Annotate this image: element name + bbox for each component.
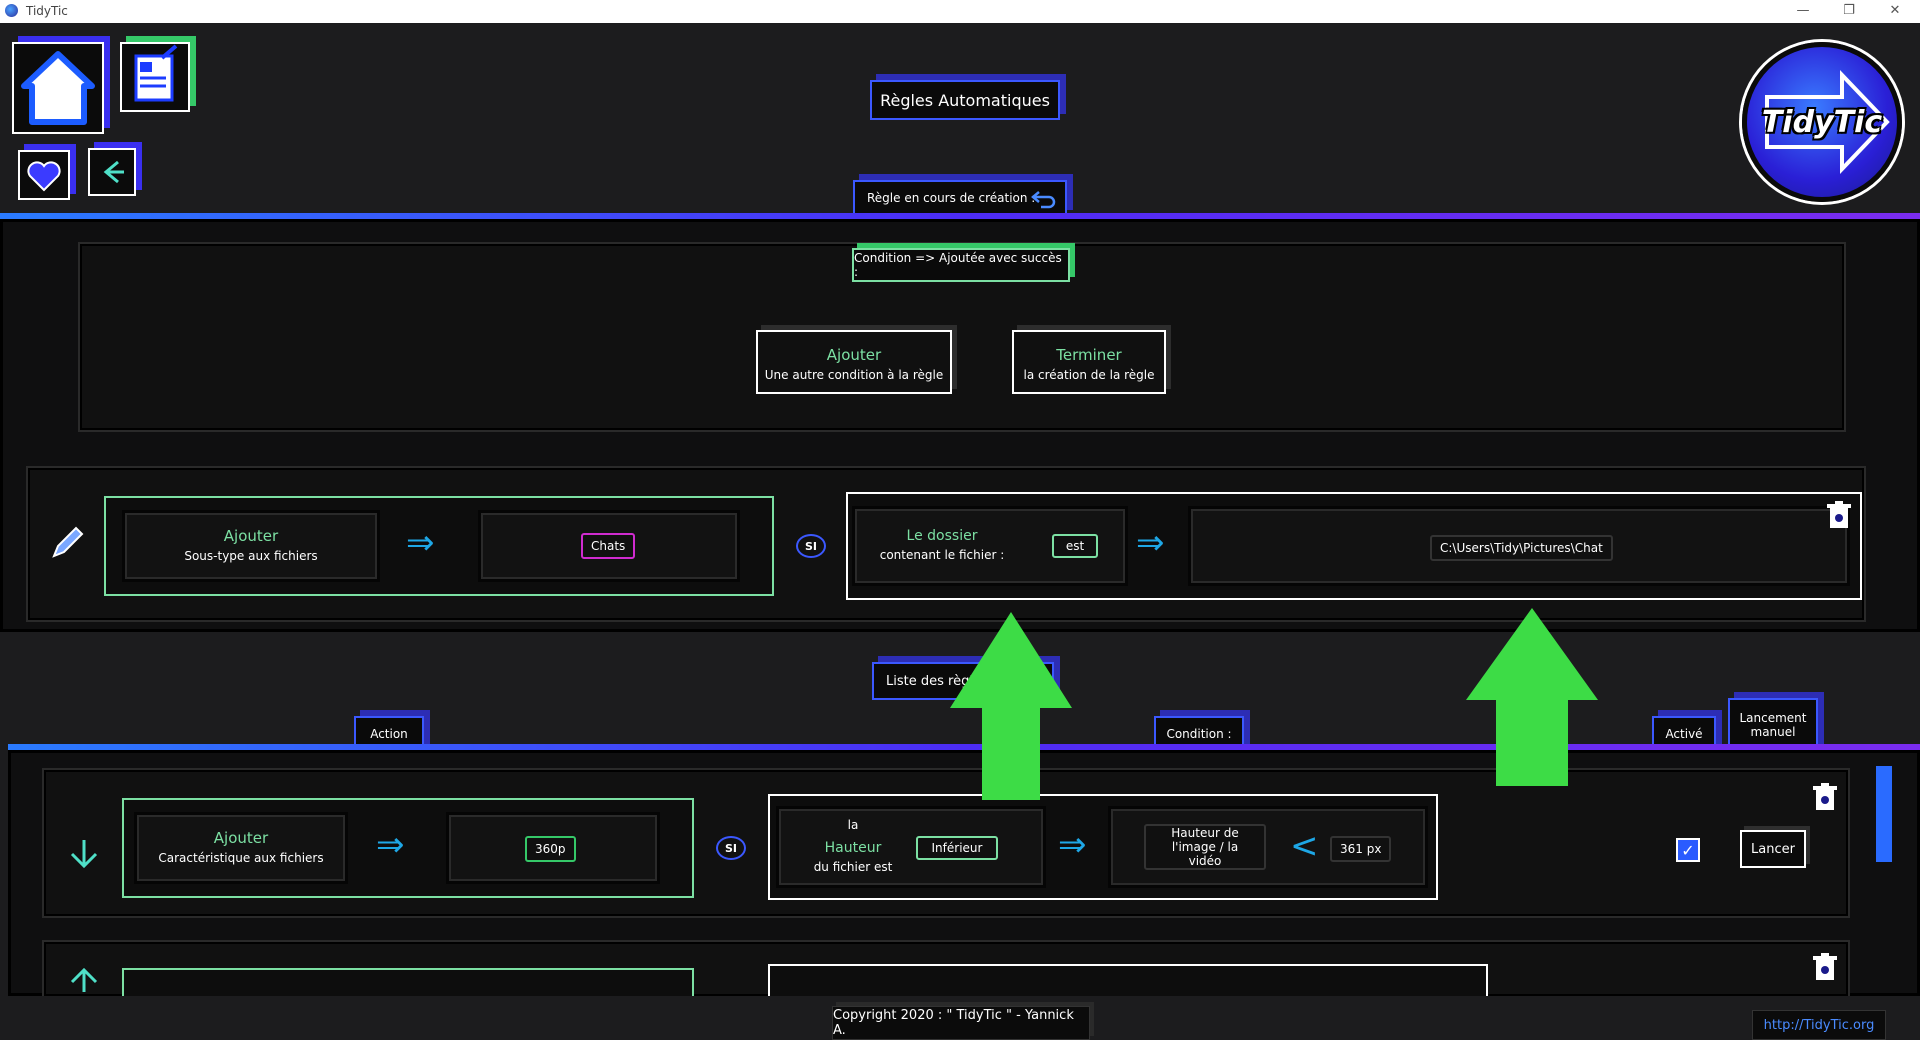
rule-action-type[interactable]: Ajouter Caractéristique aux fichiers [134, 812, 348, 884]
add-condition-button[interactable]: Ajouter Une autre condition à la règle [756, 330, 952, 394]
current-condition-value-slot [1188, 506, 1850, 586]
rule-action-title: Ajouter [213, 829, 269, 847]
rule-2-condition-frame [768, 964, 1488, 996]
page-title: Règles Automatiques [870, 80, 1060, 120]
trash-icon[interactable] [1824, 500, 1854, 532]
finish-rule-button[interactable]: Terminer la création de la règle [1012, 330, 1166, 394]
edit-pencil-icon[interactable] [48, 522, 88, 562]
checkmark-icon: ✓ [1681, 840, 1695, 860]
rule-condition-label: la Hauteur du fichier est [800, 818, 906, 874]
back-arrow-icon [103, 160, 124, 184]
maximize-button[interactable]: ❐ [1843, 3, 1855, 18]
col-manual-label: Lancement manuel [1728, 698, 1818, 752]
edit-document-icon [134, 44, 178, 102]
right-arrow-icon-4: ⇒ [1058, 825, 1087, 865]
window-titlebar: TidyTic — ❐ ✕ [0, 0, 1920, 23]
less-than-icon: < [1290, 826, 1319, 866]
rule-condition-suffix: du fichier est [813, 860, 893, 874]
website-link[interactable]: http://TidyTic.org [1752, 1010, 1886, 1040]
back-button[interactable] [88, 148, 136, 196]
move-down-icon[interactable] [66, 836, 102, 872]
current-condition-subtitle: contenant le fichier : [879, 548, 1005, 562]
highlight-arrow-icon-2 [1466, 608, 1598, 786]
undo-icon[interactable] [1031, 188, 1057, 210]
current-action-subtitle: Sous-type aux fichiers [184, 549, 318, 563]
current-action-value[interactable]: Chats [581, 533, 636, 559]
creation-section-text: Règle en cours de création : [867, 191, 1036, 205]
rules-scrollbar[interactable] [1876, 766, 1892, 862]
current-condition-value[interactable]: C:\Users\Tidy\Pictures\Chat [1430, 535, 1613, 561]
right-arrow-icon-3: ⇒ [376, 825, 405, 865]
rule-action-value[interactable]: 360p [525, 836, 576, 862]
si-badge-2: SI [716, 836, 746, 860]
right-arrow-icon-2: ⇒ [1136, 523, 1165, 563]
home-icon [21, 51, 95, 125]
heart-icon [27, 161, 61, 192]
rule-operator[interactable]: Inférieur [916, 836, 998, 860]
move-up-icon[interactable] [66, 964, 102, 992]
logo-arrow-icon [1765, 70, 1890, 174]
current-operator[interactable]: est [1052, 534, 1098, 558]
rule-2-action-frame [122, 968, 694, 996]
close-button[interactable]: ✕ [1889, 3, 1901, 18]
trash-icon-3[interactable] [1810, 952, 1840, 984]
current-action-type[interactable]: Ajouter Sous-type aux fichiers [122, 510, 380, 582]
finish-rule-subtitle: la création de la règle [1023, 368, 1155, 382]
favorites-button[interactable] [18, 150, 70, 200]
rules-editor-button[interactable] [120, 42, 190, 112]
highlight-arrow-icon [950, 612, 1072, 800]
rule-condition-title: Hauteur [824, 840, 882, 856]
window-title: TidyTic [26, 4, 68, 18]
tidytic-logo: TidyTic [1742, 42, 1902, 202]
rule-action-subtitle: Caractéristique aux fichiers [158, 851, 324, 865]
creation-section-label: Règle en cours de création : [853, 180, 1067, 216]
finish-rule-title: Terminer [1056, 346, 1122, 364]
current-condition-label: Le dossier contenant le fichier : [872, 528, 1012, 562]
si-badge: SI [796, 534, 826, 558]
rules-panel-border [8, 744, 1920, 750]
rule-target-label: Hauteur de l'image / la vidéo [1144, 824, 1266, 870]
rule-action-value-slot [446, 812, 660, 884]
trash-icon-2[interactable] [1810, 782, 1840, 814]
rule-condition-prefix: la [847, 818, 859, 832]
rule-target-value[interactable]: 361 px [1330, 836, 1392, 862]
right-arrow-icon: ⇒ [406, 523, 435, 563]
creation-status-label: Condition => Ajoutée avec succès : [852, 248, 1070, 282]
creation-panel-border [0, 213, 1920, 219]
rule-condition-slot [776, 806, 1046, 888]
app-icon [5, 4, 18, 17]
home-button[interactable] [12, 42, 104, 134]
logo-text: TidyTic [1761, 105, 1883, 140]
add-condition-title: Ajouter [826, 346, 882, 364]
active-checkbox[interactable]: ✓ [1676, 838, 1700, 862]
add-condition-subtitle: Une autre condition à la règle [764, 368, 944, 382]
current-condition-title: Le dossier [906, 528, 978, 544]
copyright-text: Copyright 2020 : " TidyTic " - Yannick A… [832, 1006, 1090, 1040]
launch-button[interactable]: Lancer [1740, 830, 1806, 868]
minimize-button[interactable]: — [1796, 3, 1810, 18]
current-action-title: Ajouter [223, 527, 279, 545]
